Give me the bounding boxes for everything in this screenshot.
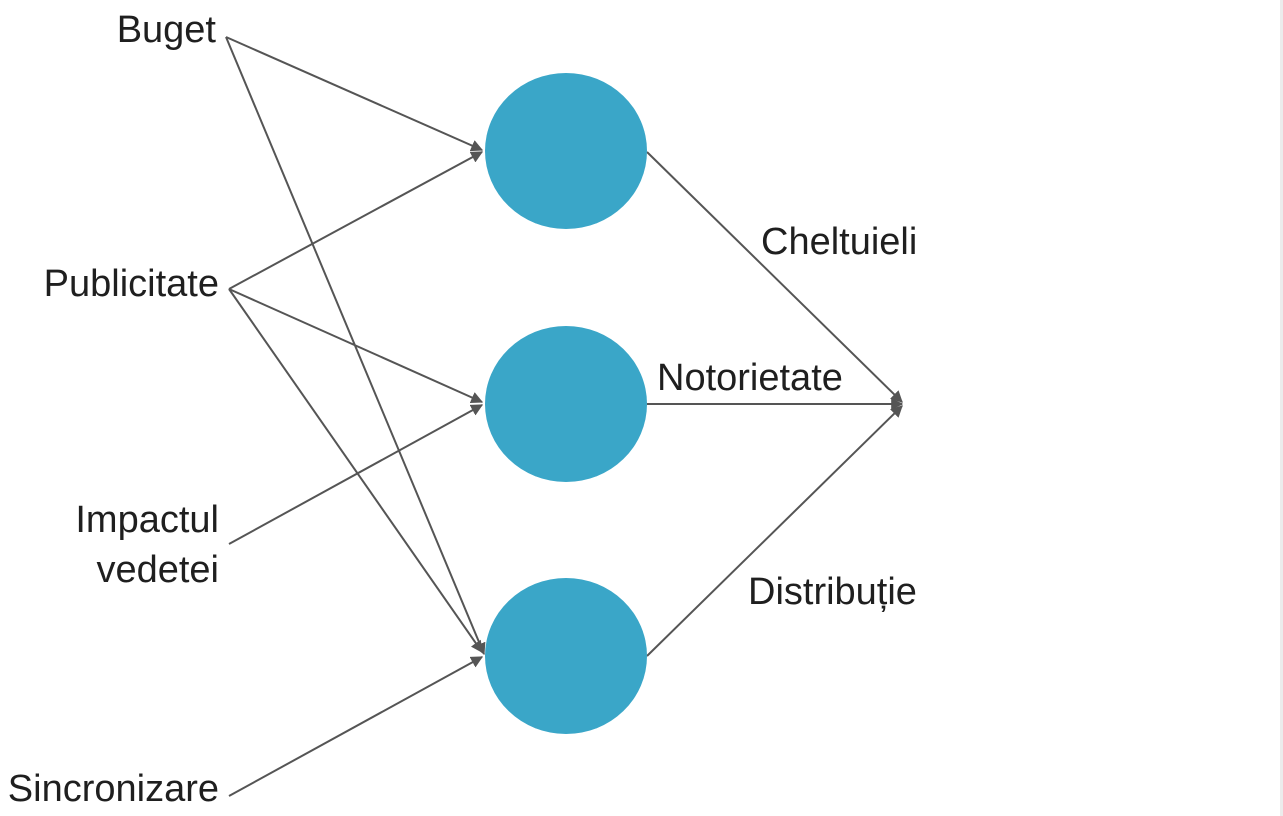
output-label-notorietate: Notorietate xyxy=(657,357,843,399)
input-labels: Buget Publicitate Impactul vedetei Sincr… xyxy=(8,9,219,810)
output-labels: Cheltuieli Notorietate Distribuție xyxy=(657,221,917,613)
output-label-distributie: Distribuție xyxy=(748,571,917,613)
input-label-vedetei: vedetei xyxy=(96,549,219,591)
edge-publicitate-node3 xyxy=(228,288,483,653)
hidden-node-1 xyxy=(485,73,647,229)
input-label-impactul: Impactul xyxy=(75,499,219,541)
hidden-nodes xyxy=(485,73,647,734)
edge-node1-output xyxy=(646,151,903,403)
page-edge-divider xyxy=(1280,0,1283,816)
output-label-cheltuieli: Cheltuieli xyxy=(761,221,917,263)
input-label-buget: Buget xyxy=(117,9,217,51)
input-label-sincronizare: Sincronizare xyxy=(8,768,219,810)
hidden-node-2 xyxy=(485,326,647,482)
output-edges xyxy=(646,151,904,657)
edge-impactul-node2 xyxy=(228,404,484,545)
edge-publicitate-node2 xyxy=(228,288,484,404)
hidden-node-3 xyxy=(485,578,647,734)
edge-publicitate-node1 xyxy=(228,151,484,290)
edge-node3-output xyxy=(646,405,903,657)
edge-buget-node1 xyxy=(225,36,484,152)
input-label-publicitate: Publicitate xyxy=(44,263,219,305)
edge-sincronizare-node3 xyxy=(228,656,484,797)
input-edges xyxy=(225,36,486,797)
